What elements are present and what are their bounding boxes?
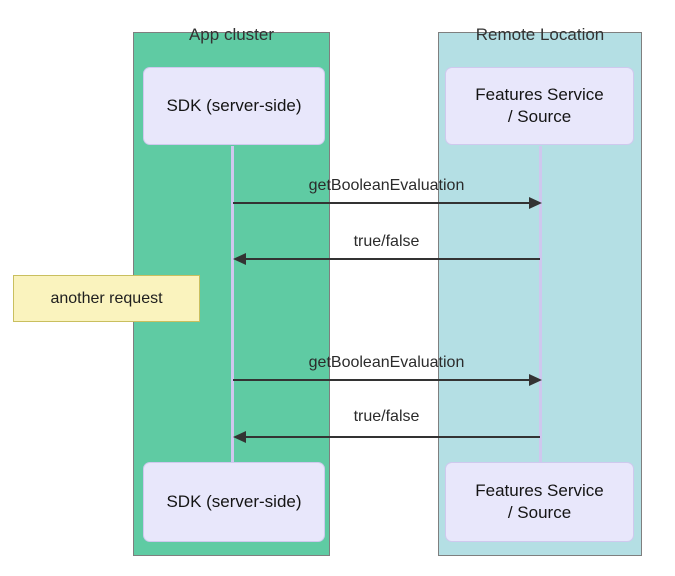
arrowhead-right-icon: [529, 374, 542, 386]
message-label-true-false-2: true/false: [353, 408, 420, 425]
arrowhead-left-icon: [233, 431, 246, 443]
participant-box-sdk-bottom: SDK (server-side): [143, 462, 325, 542]
message-label-get-boolean-evaluation-1: getBooleanEvaluation: [308, 177, 465, 194]
message-arrow-line-2: [245, 258, 540, 260]
message-arrow-line-4: [245, 436, 540, 438]
participant-box-features-bottom: Features Service / Source: [445, 462, 634, 542]
note-another-request: another request: [13, 275, 200, 322]
lifeline-features-service: [539, 146, 542, 462]
message-arrow-line-3: [233, 379, 530, 381]
message-label-true-false-1: true/false: [353, 233, 420, 250]
arrowhead-right-icon: [529, 197, 542, 209]
actor-label-remote-location: Remote Location: [475, 25, 605, 44]
lifeline-sdk: [231, 146, 234, 462]
participant-box-sdk-top: SDK (server-side): [143, 67, 325, 145]
arrowhead-left-icon: [233, 253, 246, 265]
message-label-get-boolean-evaluation-2: getBooleanEvaluation: [308, 354, 465, 371]
message-arrow-line-1: [233, 202, 530, 204]
actor-label-app-cluster: App cluster: [188, 25, 275, 44]
participant-box-features-top: Features Service / Source: [445, 67, 634, 145]
